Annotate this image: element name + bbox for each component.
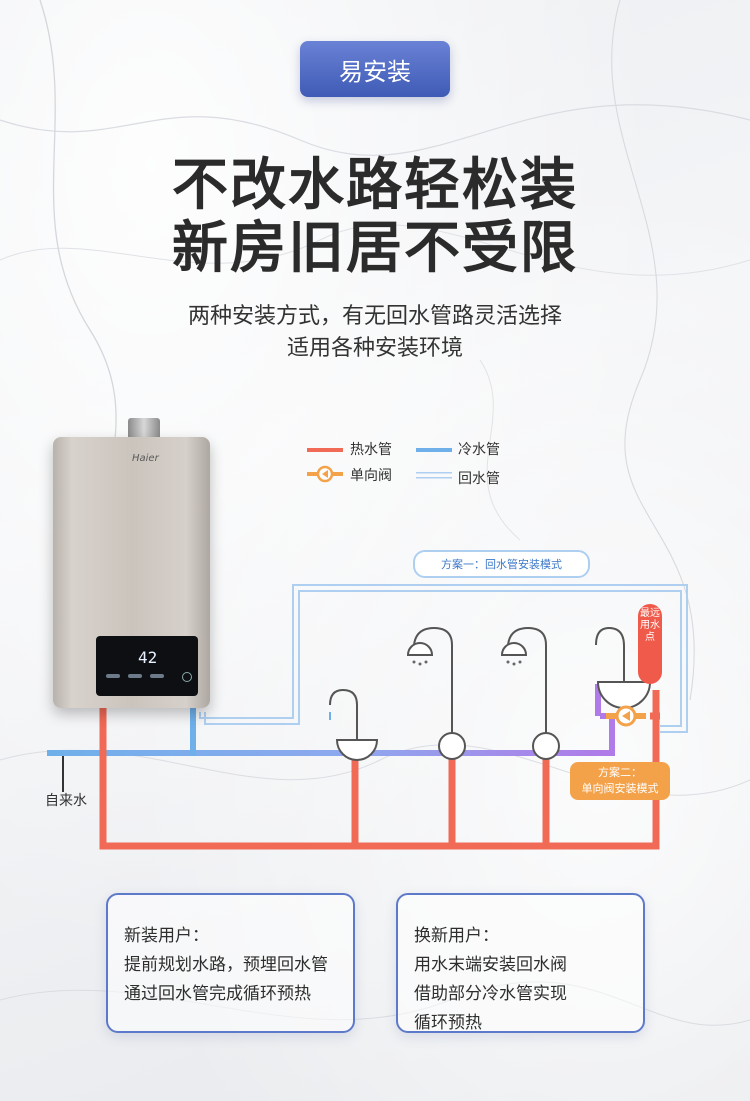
card-heading: 换新用户： [414,926,499,946]
panel-indicator [150,674,164,678]
legend-cold-label: 冷水管 [458,442,500,458]
legend-valve-label: 单向阀 [350,468,392,484]
card-line: 借助部分冷水管实现 [414,984,567,1004]
panel-indicator [128,674,142,678]
card-line: 通过回水管完成循环预热 [124,984,311,1004]
return-pipe [199,584,688,733]
brand-logo: Haier [132,453,159,464]
card-new-install: 新装用户： 提前规划水路，预埋回水管 通过回水管完成循环预热 [106,893,355,1033]
headline-line-2: 新房旧居不受限 [172,216,578,281]
feature-badge: 易安装 [300,41,450,97]
tap-water-label: 自来水 [45,793,87,809]
legend-return-label: 回水管 [458,471,500,487]
farthest-point-bubble: 最远用水点 [638,604,662,684]
card-heading: 新装用户： [124,926,209,946]
description-line-1: 两种安装方式，有无回水管路灵活选择 [187,304,562,329]
shower-head-icon [500,626,560,760]
plan-one-label: 方案一：回水管安装模式 [413,550,590,578]
power-icon [182,672,192,682]
headline-line-1: 不改水路轻松装 [172,153,578,218]
panel-indicator [106,674,120,678]
card-line: 循环预热 [414,1013,482,1033]
description-line-2: 适用各种安装环境 [286,336,463,361]
heater-control-panel: 42 [96,636,198,696]
plan-two-line-2: 单向阀安装模式 [581,782,659,795]
heater-flue [128,418,160,440]
card-line: 提前规划水路，预埋回水管 [124,955,328,975]
plan-two-line-1: 方案二： [598,766,642,779]
legend-hot-label: 热水管 [350,442,392,458]
card-line: 用水末端安装回水阀 [414,955,567,975]
temperature-readout: 42 [138,648,158,667]
check-valve-icon [606,705,646,727]
plan-two-label: 方案二： 单向阀安装模式 [570,762,670,800]
card-replacement: 换新用户： 用水末端安装回水阀 借助部分冷水管实现 循环预热 [396,893,645,1033]
basin-faucet-icon [329,688,379,761]
shower-head-icon [406,626,466,760]
